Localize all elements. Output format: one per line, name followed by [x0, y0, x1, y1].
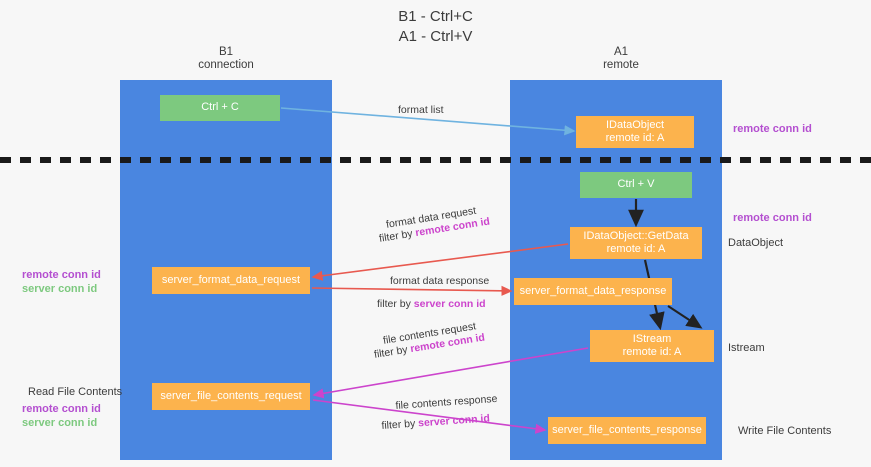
note-left-bottom-conn-ids: remote conn id server conn id [22, 402, 101, 430]
filter-prefix: filter by [377, 298, 414, 310]
node-istream-line1: IStream [632, 332, 672, 345]
lane-header-b1: B1 connection [150, 46, 302, 72]
node-idataobject[interactable]: IDataObject remote id: A [576, 116, 694, 148]
title-line-1: B1 - Ctrl+C [398, 8, 473, 25]
node-server-file-contents-response[interactable]: server_file_contents_response [548, 417, 706, 444]
filter-key-server-conn-id: server conn id [417, 412, 491, 430]
note-remote-conn-id-top: remote conn id [733, 123, 812, 135]
node-server-format-data-response[interactable]: server_format_data_response [514, 278, 672, 305]
node-ctrl-v-label: Ctrl + V [617, 178, 655, 191]
label-file-contents-response-filter: filter by server conn id [381, 411, 490, 433]
note-left-server-conn-id: server conn id [22, 283, 98, 295]
lane-a1-name: A1 [613, 46, 629, 58]
node-getdata-line1: IDataObject::GetData [583, 229, 689, 242]
note-read-file-contents: Read File Contents [28, 386, 123, 398]
lane-header-a1: A1 remote [545, 46, 697, 72]
lane-b1-subtitle: connection [198, 59, 254, 71]
filter-key-server-conn-id: server conn id [413, 298, 486, 310]
node-sfcresp-label: server_file_contents_response [552, 423, 702, 436]
note-write-file-contents: Write File Contents [738, 425, 832, 437]
page-title: B1 - Ctrl+C A1 - Ctrl+V [0, 7, 871, 47]
label-format-data-response: format data response [390, 275, 490, 287]
node-sfdreq-label: server_format_data_request [161, 273, 301, 286]
note-left-bottom-server-conn-id: server conn id [22, 417, 98, 429]
label-file-contents-response: file contents response [395, 392, 498, 412]
node-idataobject-line1: IDataObject [605, 118, 665, 131]
node-idataobject-line2: remote id: A [605, 132, 665, 144]
connector-format-data-response [311, 285, 513, 296]
node-server-file-contents-request[interactable]: server_file_contents_request [152, 383, 310, 410]
node-ctrl-c-label: Ctrl + C [201, 101, 239, 114]
filter-prefix: filter by [381, 417, 419, 432]
node-sfcreq-label: server_file_contents_request [160, 389, 302, 402]
label-format-list: format list [398, 104, 444, 116]
note-left-conn-ids: remote conn id server conn id [22, 268, 101, 296]
filter-prefix: filter by [378, 227, 417, 245]
node-ctrl-c[interactable]: Ctrl + C [160, 95, 280, 121]
title-line-2: A1 - Ctrl+V [398, 28, 473, 45]
filter-prefix: filter by [373, 343, 412, 361]
node-server-format-data-request[interactable]: server_format_data_request [152, 267, 310, 294]
note-left-remote-conn-id: remote conn id [22, 269, 101, 281]
node-istream[interactable]: IStream remote id: A [590, 330, 714, 362]
node-idataobject-getdata[interactable]: IDataObject::GetData remote id: A [570, 227, 702, 259]
node-ctrl-v[interactable]: Ctrl + V [580, 172, 692, 198]
note-remote-conn-id-mid: remote conn id [733, 212, 812, 224]
lane-a1-subtitle: remote [603, 59, 639, 71]
node-getdata-line2: remote id: A [606, 243, 666, 255]
node-sfdresp-label: server_format_data_response [519, 284, 667, 297]
note-istream: Istream [728, 342, 765, 354]
label-format-data-response-filter: filter by server conn id [377, 297, 486, 311]
note-left-bottom-remote-conn-id: remote conn id [22, 403, 101, 415]
node-istream-line2: remote id: A [622, 346, 682, 358]
lane-b1-name: B1 [218, 46, 234, 58]
note-dataobject: DataObject [728, 237, 784, 249]
